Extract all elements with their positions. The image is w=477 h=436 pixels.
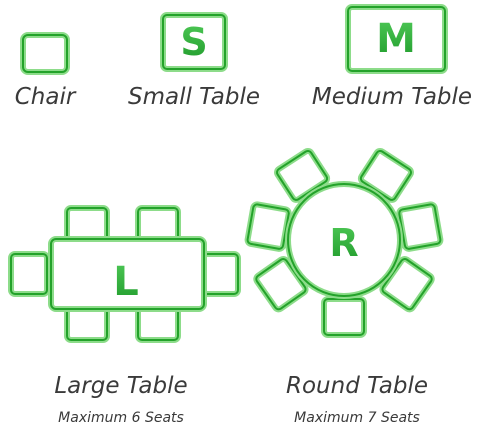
round-table-letter: R xyxy=(329,221,358,265)
round-table-chairs xyxy=(244,147,444,338)
large-table-capacity: Maximum 6 Seats xyxy=(58,410,184,426)
small-table-icon: S xyxy=(160,12,228,72)
chair-label: Chair xyxy=(14,84,76,110)
chair-icon xyxy=(321,296,367,338)
large-table-chairs xyxy=(8,205,241,343)
medium-table-letter: M xyxy=(376,16,416,62)
round-table: R xyxy=(285,181,403,299)
medium-table-icon: M xyxy=(345,4,448,74)
large-table-letter: L xyxy=(113,259,139,305)
round-table-label: Round Table xyxy=(286,373,428,399)
round-table-capacity: Maximum 7 Seats xyxy=(294,410,420,426)
chair-icon xyxy=(8,251,50,297)
medium-table-label: Medium Table xyxy=(311,84,473,110)
chair-icon xyxy=(20,32,70,75)
chair-icon xyxy=(199,251,241,297)
large-table: L xyxy=(48,236,207,312)
chair-icon xyxy=(244,201,292,252)
chair-icon xyxy=(396,201,444,252)
chair-icon xyxy=(135,205,181,247)
large-table-label: Large Table xyxy=(54,373,188,399)
small-table-label: Small Table xyxy=(127,84,261,110)
small-table-letter: S xyxy=(180,20,207,64)
